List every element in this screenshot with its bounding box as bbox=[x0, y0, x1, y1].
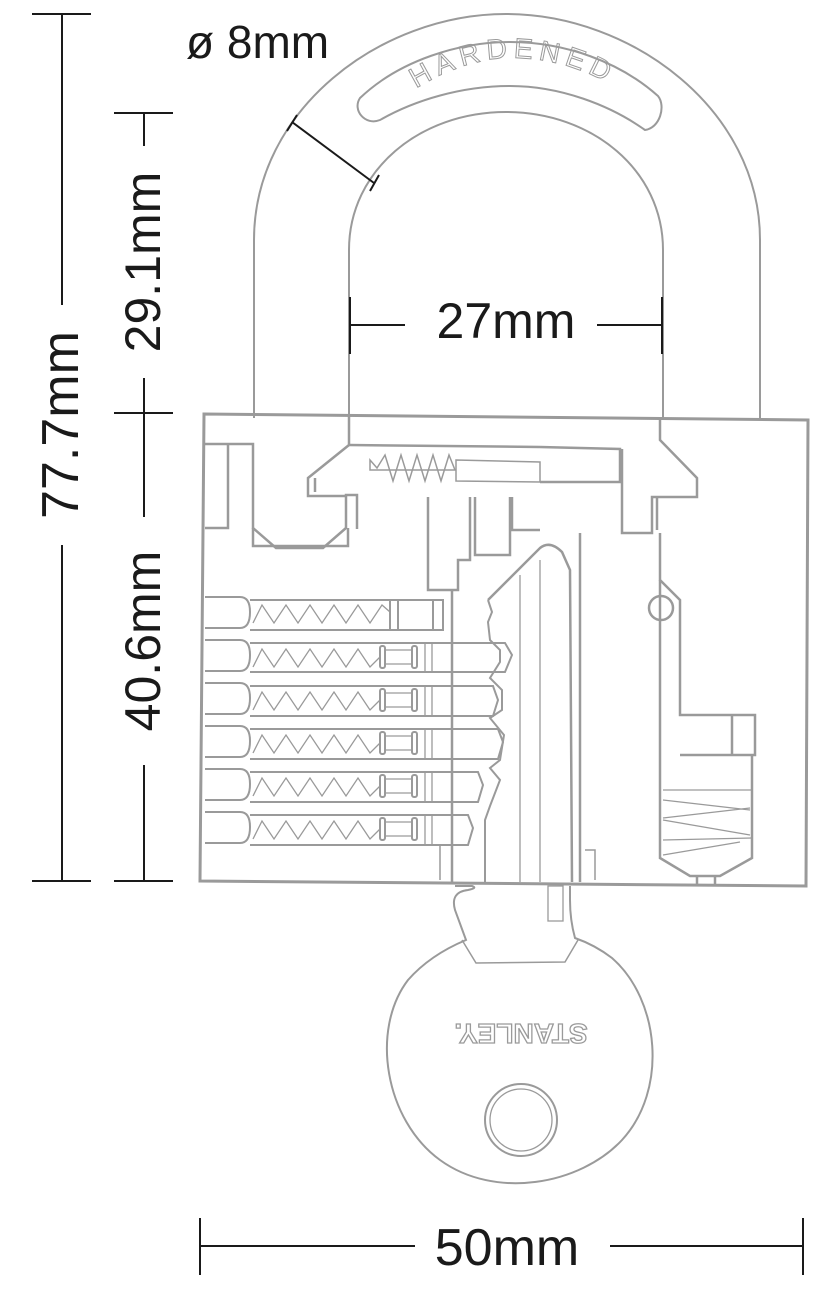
pin-row-3 bbox=[205, 682, 500, 717]
dim-shackle-diameter: ø 8mm bbox=[186, 16, 329, 68]
pin-row-1 bbox=[205, 596, 444, 631]
dim-overall-height: 77.7mm bbox=[32, 331, 90, 519]
pin-row-6 bbox=[205, 811, 475, 846]
key-brand-stanley: STANLEY. bbox=[454, 1018, 587, 1049]
pin-row-2 bbox=[205, 639, 514, 673]
dim-shackle-inner-width: 27mm bbox=[437, 293, 576, 349]
pin-row-4 bbox=[205, 725, 505, 760]
dimension-lines bbox=[32, 13, 804, 1275]
dim-body-height: 40.6mm bbox=[115, 551, 171, 732]
lock-body bbox=[198, 412, 810, 888]
pin-tumblers bbox=[205, 596, 514, 846]
key bbox=[386, 885, 654, 1185]
lock-internals bbox=[205, 416, 757, 884]
dim-shackle-clearance: 29.1mm bbox=[115, 172, 171, 353]
pin-row-5 bbox=[205, 768, 485, 803]
shackle bbox=[253, 12, 761, 418]
dim-body-width: 50mm bbox=[435, 1219, 579, 1277]
